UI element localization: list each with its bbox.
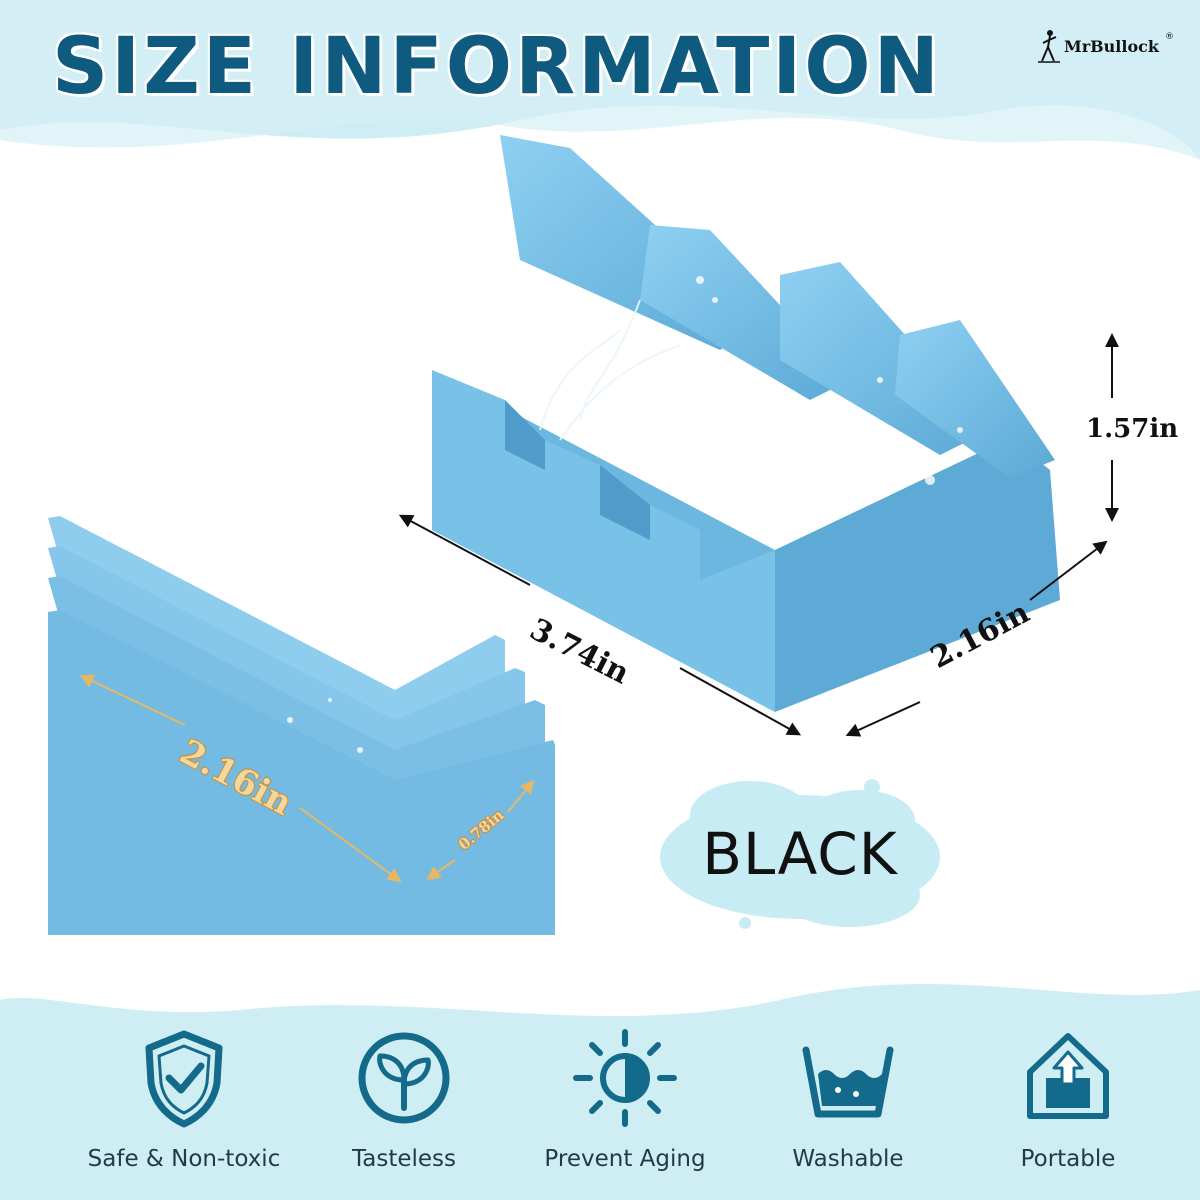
brand-name: MrBullock — [1064, 36, 1159, 56]
feature-portable: Portable — [958, 1028, 1178, 1172]
feature-safe: Safe & Non-toxic — [74, 1028, 294, 1172]
brand-logo: MrBullock ® — [1038, 26, 1174, 66]
leaf-sprout-icon — [358, 1032, 450, 1124]
feature-prevent-aging: Prevent Aging — [515, 1028, 735, 1172]
brand-figure-icon — [1038, 30, 1060, 63]
feature-tasteless: Tasteless — [294, 1028, 514, 1172]
sun-icon — [573, 1029, 677, 1127]
feature-label: Prevent Aging — [544, 1146, 706, 1172]
feature-label: Washable — [792, 1146, 904, 1172]
washing-basin-icon — [802, 1046, 894, 1118]
color-badge-cloud — [660, 779, 940, 929]
feature-washable: Washable — [738, 1028, 958, 1172]
shield-check-icon — [145, 1030, 223, 1128]
feature-label: Tasteless — [352, 1146, 456, 1172]
brand-registered-mark: ® — [1164, 32, 1174, 42]
height-label: 1.57in — [1086, 414, 1179, 444]
page-title: SIZE INFORMATION — [52, 22, 942, 112]
feature-label: Safe & Non-toxic — [87, 1146, 281, 1172]
feature-label: Portable — [1020, 1146, 1116, 1172]
upload-bag-icon — [1027, 1033, 1109, 1119]
color-badge-text: BLACK — [702, 820, 898, 888]
